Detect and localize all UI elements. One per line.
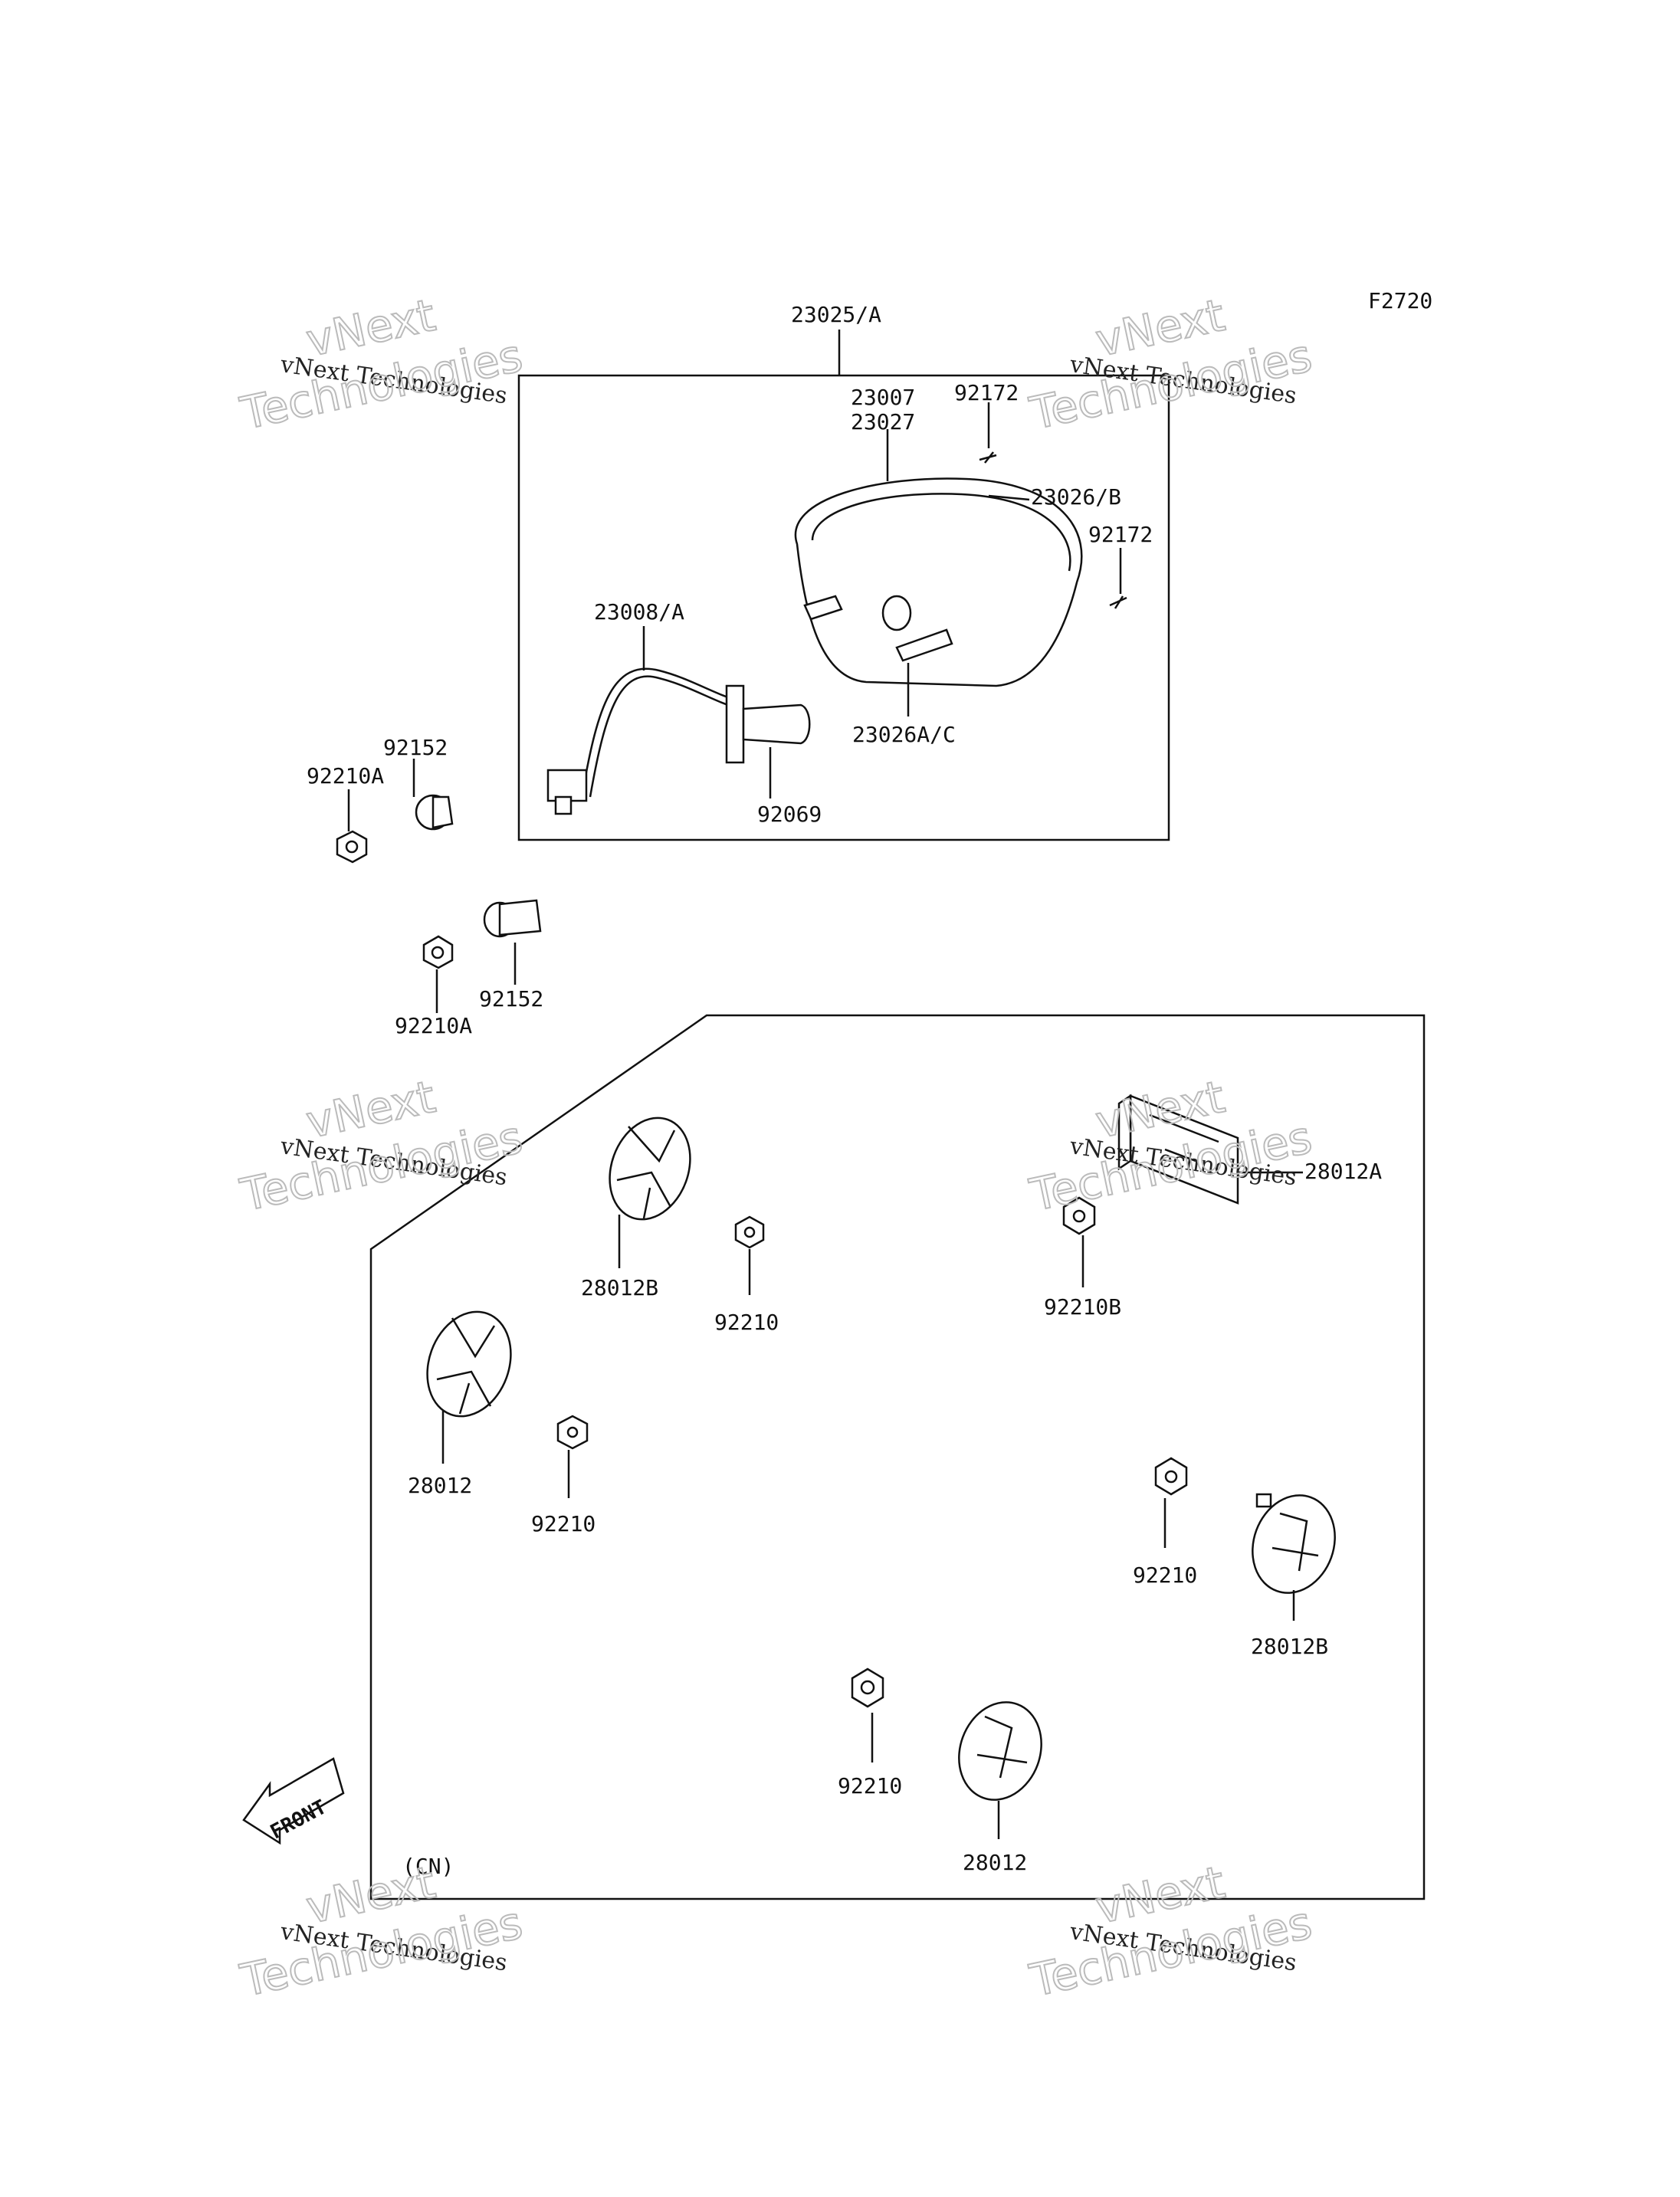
label-92152-upper: 92152 xyxy=(383,735,448,760)
label-92069: 92069 xyxy=(757,802,822,827)
label-92210-bottom: 92210 xyxy=(838,1773,902,1799)
reflector-28012-left xyxy=(426,1310,512,1418)
label-28012-bottom: 28012 xyxy=(963,1850,1027,1875)
watermark-4: vNext vNext Technologies Technologies xyxy=(1025,1070,1317,1222)
nut-92210-left xyxy=(556,1415,589,1450)
reflector-28012A xyxy=(1117,1094,1239,1205)
nut-92210-bottom xyxy=(851,1667,884,1708)
label-28012A: 28012A xyxy=(1304,1159,1382,1184)
watermark-5: vNext vNext Technologies Technologies xyxy=(235,1855,528,2008)
label-28012-left: 28012 xyxy=(408,1473,472,1498)
label-92210-right: 92210 xyxy=(1133,1562,1197,1588)
front-arrow-icon: FRONT xyxy=(242,1757,345,1845)
label-23026B: 23026/B xyxy=(1031,484,1121,510)
label-23025A: 23025/A xyxy=(791,302,881,327)
label-92152-lower: 92152 xyxy=(479,986,543,1012)
watermark-6: vNext vNext Technologies Technologies xyxy=(1025,1855,1317,2008)
label-92210B: 92210B xyxy=(1044,1294,1121,1320)
watermark-1: vNext vNext Technologies Technologies xyxy=(235,288,528,441)
label-28012B-right: 28012B xyxy=(1251,1634,1328,1659)
label-92210A-upper: 92210A xyxy=(307,763,384,789)
screw-92172-right xyxy=(1109,595,1127,609)
label-92210-left: 92210 xyxy=(531,1511,596,1536)
nut-92210A-upper xyxy=(336,830,368,864)
headlamp-housing xyxy=(794,477,1083,687)
collar-92152-lower xyxy=(483,899,542,938)
nut-92210-right xyxy=(1154,1457,1188,1496)
nut-92210-top xyxy=(734,1215,765,1249)
label-23026AC: 23026A/C xyxy=(852,722,956,747)
watermark-2: vNext vNext Technologies Technologies xyxy=(1025,288,1317,441)
label-23007: 23007 xyxy=(851,385,915,410)
bulb-wire-23008A xyxy=(546,667,811,815)
nut-92210B xyxy=(1062,1196,1096,1235)
screw-92172-top xyxy=(979,451,997,464)
label-23027: 23027 xyxy=(851,409,915,434)
watermark-3: vNext vNext Technologies Technologies xyxy=(235,1070,528,1222)
label-92210-top: 92210 xyxy=(714,1310,779,1335)
label-92172-right: 92172 xyxy=(1088,522,1153,547)
label-23008A: 23008/A xyxy=(594,599,684,625)
label-92210A-lower: 92210A xyxy=(395,1013,472,1038)
collar-92152-upper xyxy=(415,794,454,831)
reflector-28012B-right xyxy=(1252,1493,1336,1594)
reflector-28012-bottom xyxy=(958,1701,1042,1801)
figure-code: F2720 xyxy=(1368,288,1432,313)
headlamp-assembly-box xyxy=(517,374,1170,841)
cn-variant-box xyxy=(369,1014,1426,1900)
reflector-28012B-top xyxy=(609,1117,691,1221)
label-28012B-top: 28012B xyxy=(581,1275,658,1300)
nut-92210A-lower xyxy=(422,935,454,969)
label-92172-top: 92172 xyxy=(954,380,1019,405)
label-cn: (CN) xyxy=(402,1854,454,1879)
